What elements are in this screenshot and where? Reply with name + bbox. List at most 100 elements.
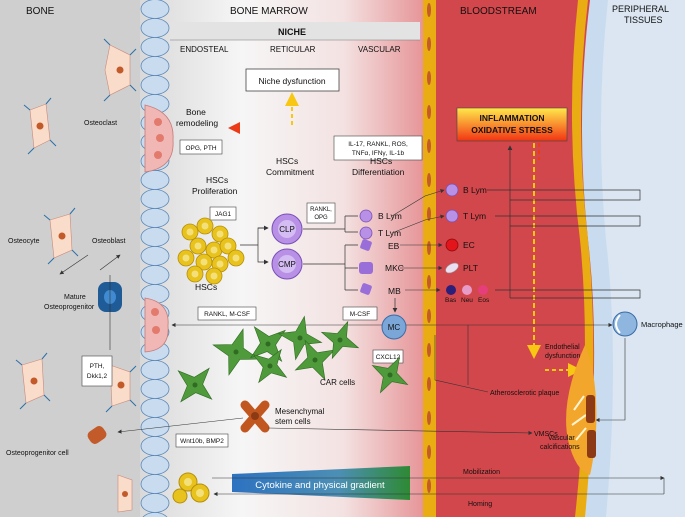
lining-cell (140, 170, 170, 190)
macrophage-cell (612, 311, 638, 337)
hscs-commitment-label-1: HSCs (276, 156, 298, 166)
vessel-wall-nucleus (427, 139, 431, 153)
bas-label: Bas (445, 297, 457, 304)
vessel-lining (581, 0, 613, 517)
msc-cell (240, 400, 270, 433)
vmscs-label: VMSCs (534, 431, 558, 438)
region-blood-label: BLOODSTREAM (460, 6, 537, 17)
hsc-cluster-bottom (172, 472, 210, 504)
vessel-wall-nucleus (427, 207, 431, 221)
cytokines-line-1: IL-17, RANKL, ROS, (348, 141, 408, 148)
osteoblast-label: Osteoblast (92, 238, 126, 245)
vessel-wall-nucleus (427, 377, 431, 391)
cxcl12-box (372, 349, 404, 364)
vessel-wall-nucleus (427, 411, 431, 425)
msc-label-2: stem cells (275, 417, 311, 426)
endothelial-dysfunction-label-1: Endothelial (545, 344, 580, 351)
region-marrow-label: BONE MARROW (230, 6, 308, 17)
vessel-wall-nucleus (427, 3, 431, 17)
region-bone-label: BONE (26, 6, 55, 17)
bone-osteocyte-3 (15, 352, 51, 410)
osteoprogenitor-cell (87, 426, 107, 444)
pth-dkk-box (81, 355, 113, 387)
vessel-wall-nucleus (427, 343, 431, 357)
hsc-cell (177, 249, 195, 267)
vessel-wall-nucleus (427, 479, 431, 493)
pth-dkk-line-1: PTH, (90, 363, 105, 370)
cxcl12-label: CXCL12 (376, 354, 401, 361)
lining-cell (140, 18, 170, 38)
bone-osteocyte-4 (103, 358, 137, 413)
lining-cell (140, 0, 170, 19)
inflammation-box (456, 107, 568, 142)
region-tissue-label-1: PERIPHERAL (612, 4, 669, 14)
clp-label: CLP (279, 225, 295, 234)
mature-osteoprogenitor-label-1: Mature (64, 294, 86, 301)
bone-osteocyte-5 (117, 474, 133, 513)
osteocyte-label: Osteocyte (8, 238, 40, 245)
car-cell (212, 328, 260, 376)
vessel-wall-nucleus (427, 241, 431, 255)
hscs-differentiation-label-1: HSCs (370, 156, 392, 166)
plt-label: PLT (463, 263, 478, 273)
mc-label: MC (388, 323, 401, 332)
rankl-opg-line-2: OPG (314, 215, 328, 221)
lining-cell (140, 379, 170, 399)
bone-osteocyte-2 (43, 207, 79, 265)
opg-pth-label: OPG, PTH (185, 145, 216, 152)
hsc-cell (196, 217, 214, 235)
vessel-wall-nucleus (427, 37, 431, 51)
neu-cell (462, 285, 472, 295)
b-lym-marrow-label: B Lym (378, 211, 402, 221)
osteoprogenitor-label: Osteoprogenitor cell (6, 450, 69, 457)
mb-cell (360, 283, 372, 295)
osteoclast-cell-2 (144, 297, 169, 353)
endothelial-dysfunction-label-2: dysfunction (545, 353, 581, 360)
rankl-opg-line-1: RANKL, (310, 207, 332, 213)
bone-osteocyte-top (103, 38, 137, 102)
lining-cell (140, 75, 170, 95)
rankl-mcsf-box (197, 306, 257, 321)
neu-label: Neu (461, 297, 473, 304)
ec-cell (445, 238, 459, 252)
mature-osteoprogenitor-label-2: Osteoprogenitor (44, 304, 95, 311)
cytokines-box (333, 135, 423, 161)
vessel-wall-nucleus (427, 71, 431, 85)
niche-title: NICHE (278, 27, 306, 37)
cmp-label: CMP (278, 260, 296, 269)
gradient-label: Cytokine and physical gradient (255, 480, 385, 491)
msc-label-1: Mesenchymal (275, 407, 325, 416)
jag1-box (209, 206, 237, 221)
cmp-cell (271, 248, 303, 280)
vessel-wall-nucleus (427, 105, 431, 119)
vessel-wall-nucleus (427, 445, 431, 459)
oxidative-stress-label: OXIDATIVE STRESS (471, 125, 553, 135)
car-cell (250, 326, 286, 362)
cytokines-line-2: TNFα, IFNγ, IL-1b (352, 150, 405, 157)
hsc-cell (227, 249, 245, 267)
lining-cell (140, 360, 170, 380)
vascular-calcifications-label-1: Vascular (548, 435, 575, 442)
wnt-bmp-label: Wnt10b, BMP2 (180, 438, 224, 445)
pth-dkk-line-2: Dkk1,2 (87, 373, 108, 380)
lining-cell (140, 398, 170, 418)
bone-osteocyte-1 (23, 97, 57, 155)
homing-label: Homing (468, 501, 492, 508)
mc-cell (381, 314, 407, 340)
car-cell (277, 315, 323, 361)
macrophage-label: Macrophage (641, 320, 683, 329)
endosteal-lining (140, 0, 170, 517)
mkc-label: MKC (385, 263, 404, 273)
cytokine-gradient-bar (232, 466, 410, 500)
car-cell (177, 367, 213, 403)
eb-label: EB (388, 241, 400, 251)
eos-cell (478, 285, 488, 295)
atherosclerotic-plaque-label: Atherosclerotic plaque (490, 390, 559, 397)
mcsf-box (342, 306, 378, 321)
hsc-cell (219, 237, 237, 255)
vessel-wall-nucleus (427, 275, 431, 289)
rankl-opg-box (306, 202, 336, 224)
lining-cell (140, 436, 170, 456)
opg-pth-box (179, 139, 223, 155)
